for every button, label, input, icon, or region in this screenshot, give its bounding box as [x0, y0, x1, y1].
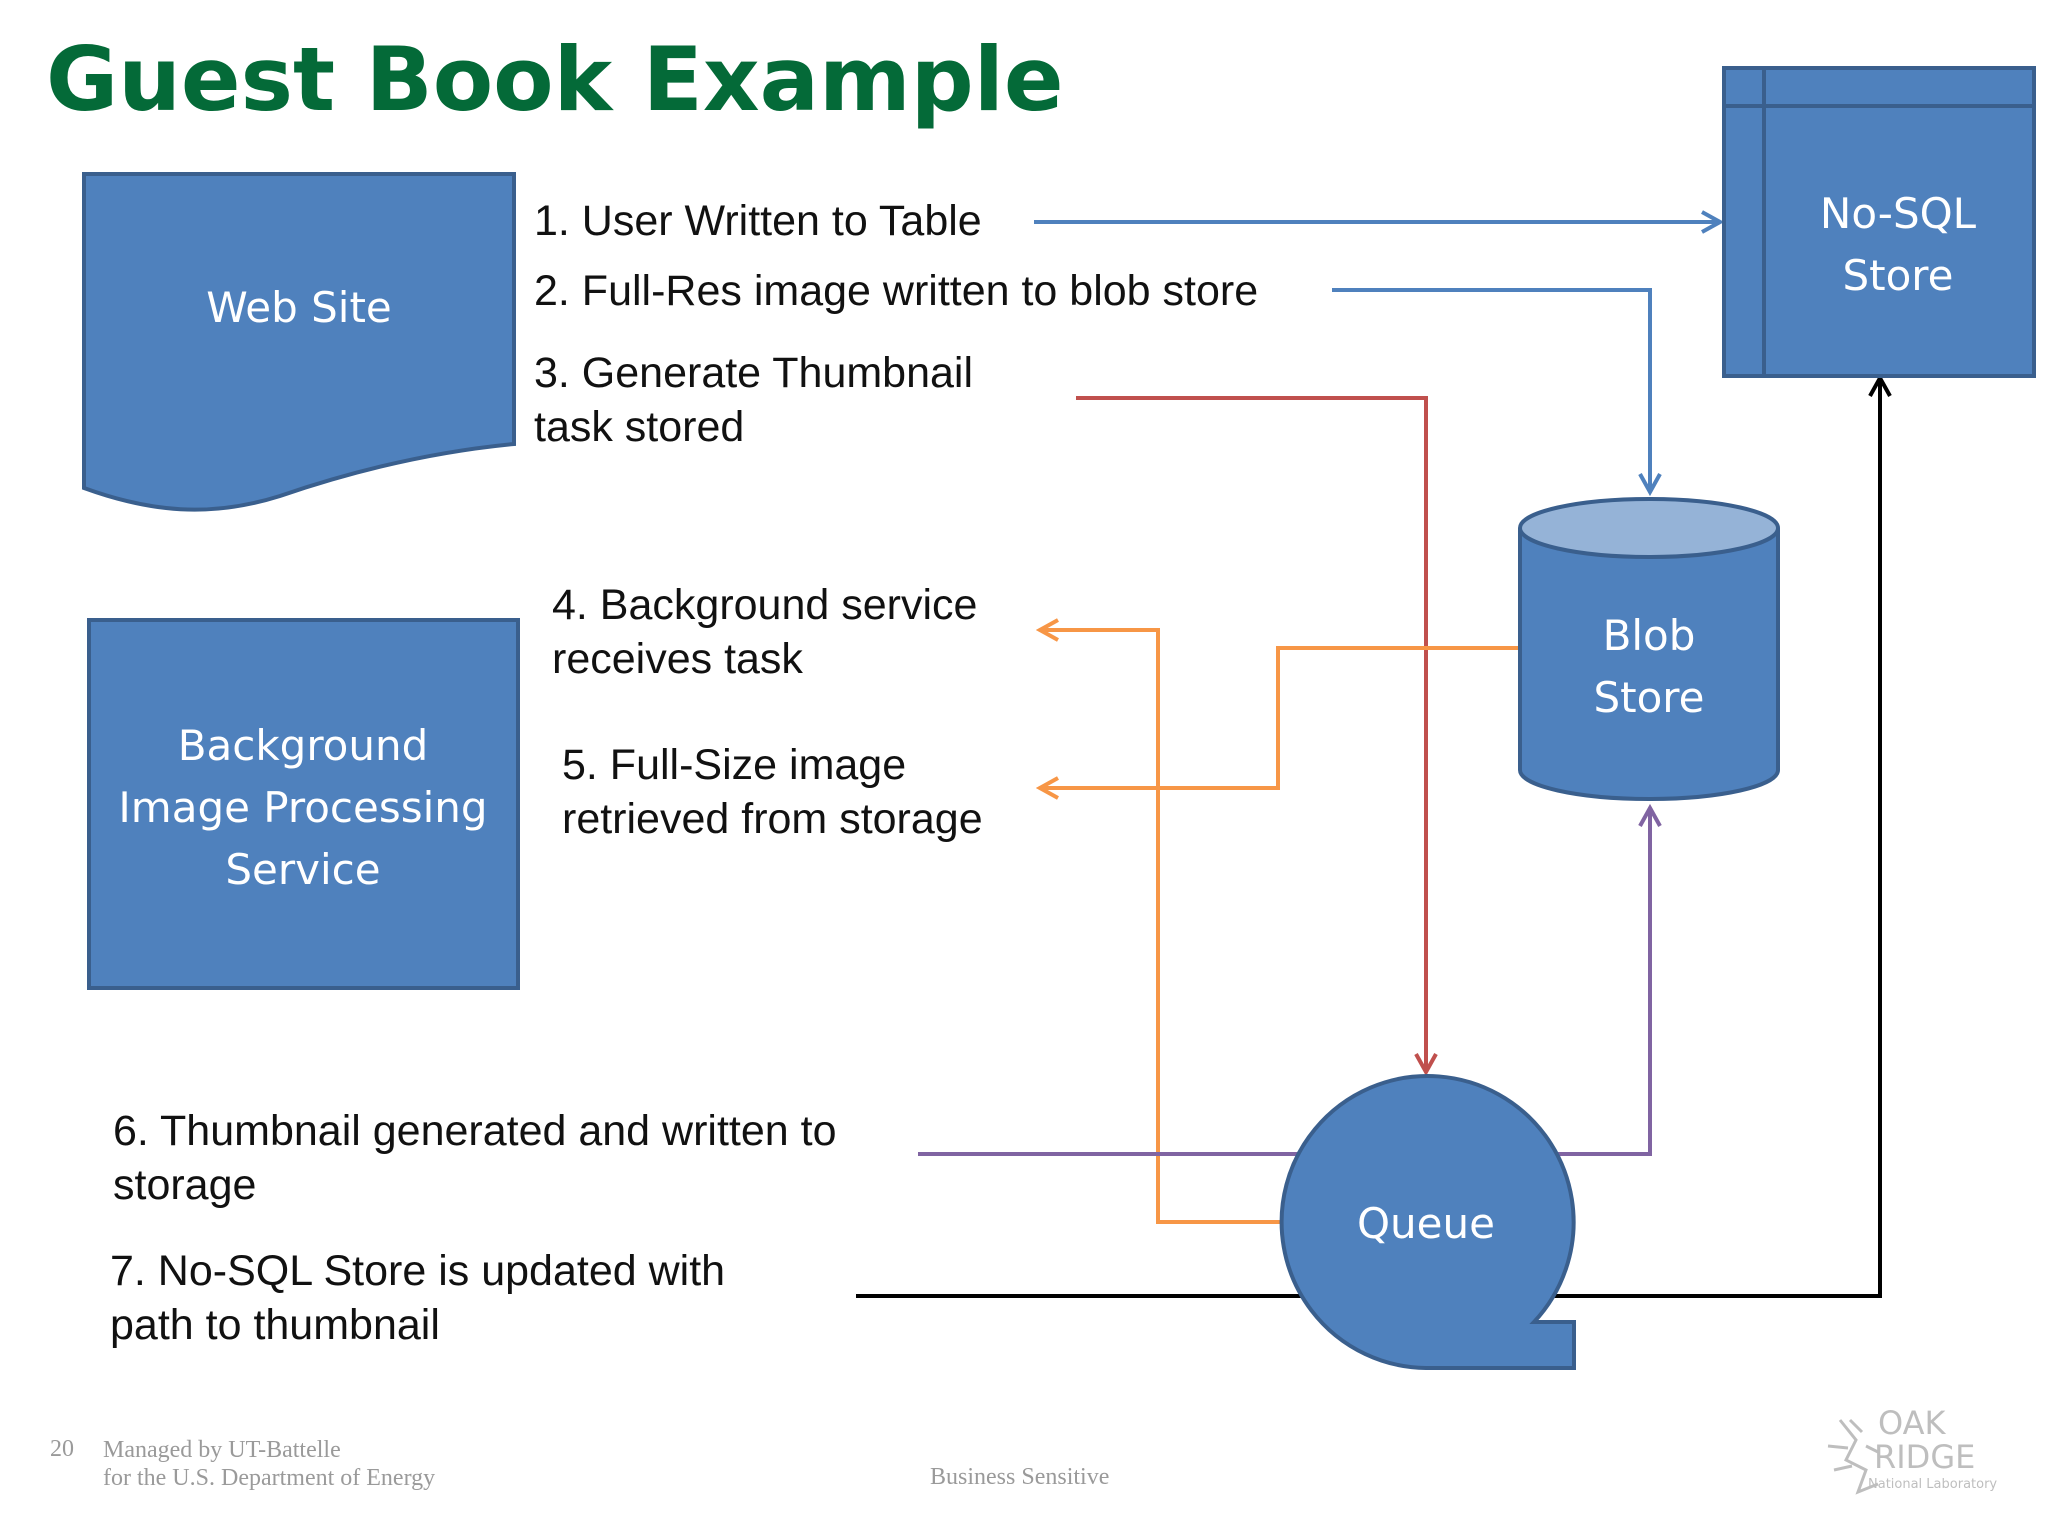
- step-4-line2: receives task: [552, 635, 803, 683]
- step-5-label: 5. Full-Size image retrieved from storag…: [562, 738, 983, 846]
- nosql-store-box: [1722, 66, 2036, 378]
- background-service-label-line1: Background: [178, 721, 429, 770]
- step-6-label: 6. Thumbnail generated and written to st…: [113, 1104, 837, 1212]
- footer-managed-by-line: Managed by UT-Battelle: [103, 1437, 341, 1463]
- page-number: 20: [50, 1436, 74, 1462]
- web-site-node: Web Site: [82, 172, 516, 512]
- blob-store-body: [1518, 528, 1780, 801]
- nosql-store-label-line2: Store: [1842, 251, 1953, 300]
- web-site-label: Web Site: [206, 283, 392, 332]
- blob-store-node: Blob Store: [1518, 497, 1780, 801]
- footer-managed-by: Managed by UT-Battelle for the U.S. Depa…: [103, 1436, 435, 1492]
- step-7-label: 7. No-SQL Store is updated with path to …: [110, 1244, 725, 1352]
- step-6-line1: 6. Thumbnail generated and written to: [113, 1107, 837, 1155]
- nosql-store-label-line1: No-SQL: [1820, 189, 1977, 238]
- connectors: [856, 222, 1880, 1298]
- web-site-document-shape: [82, 172, 516, 512]
- step-3-line1: 3. Generate Thumbnail: [534, 349, 974, 397]
- arrow-step2-image-to-blob: [1332, 288, 1650, 492]
- background-service-label-line2: Image Processing: [118, 783, 487, 832]
- step-5-line1: 5. Full-Size image: [562, 741, 907, 789]
- step-2-label: 2. Full-Res image written to blob store: [534, 264, 1258, 318]
- footer-department-line: for the U.S. Department of Energy: [103, 1465, 436, 1491]
- step-4-line1: 4. Background service: [552, 581, 978, 629]
- step-6-line2: storage: [113, 1161, 257, 1209]
- blob-store-top: [1518, 497, 1780, 559]
- step-3-line2: task stored: [534, 403, 745, 451]
- slide-title: Guest Book Example: [46, 28, 1064, 131]
- background-service-label-line3: Service: [225, 845, 380, 894]
- step-2-text: 2. Full-Res image written to blob store: [534, 267, 1259, 315]
- logo-line2: RIDGE: [1874, 1438, 1975, 1476]
- queue-label: Queue: [1357, 1199, 1495, 1248]
- logo-line3: National Laboratory: [1868, 1477, 1997, 1492]
- queue-shape: [1279, 1074, 1576, 1370]
- step-1-text: 1. User Written to Table: [534, 197, 982, 245]
- background-service-node: Background Image Processing Service: [87, 618, 520, 990]
- arrow-step6-thumbnail-to-blob: [918, 808, 1650, 1156]
- step-4-label: 4. Background service receives task: [552, 578, 977, 686]
- arrow-step7-update-nosql: [856, 378, 1880, 1298]
- step-5-line2: retrieved from storage: [562, 795, 983, 843]
- background-service-box: [87, 618, 520, 990]
- logo-line1: OAK: [1878, 1404, 1947, 1442]
- step-3-label: 3. Generate Thumbnail task stored: [534, 346, 973, 454]
- oak-leaf-icon: [1827, 1418, 1879, 1495]
- blob-store-label-line1: Blob: [1603, 611, 1696, 660]
- blob-store-label-line2: Store: [1593, 673, 1704, 722]
- arrow-step4-queue-to-service: [1040, 630, 1282, 1224]
- step-7-line2: path to thumbnail: [110, 1301, 440, 1349]
- queue-node: Queue: [1279, 1074, 1576, 1370]
- nosql-store-node: No-SQL Store: [1722, 66, 2036, 378]
- step-7-line1: 7. No-SQL Store is updated with: [110, 1247, 726, 1295]
- footer-classification: Business Sensitive: [930, 1464, 1110, 1490]
- step-1-label: 1. User Written to Table: [534, 194, 982, 248]
- oak-ridge-logo: OAK RIDGE National Laboratory: [1827, 1404, 1997, 1495]
- arrow-step5-blob-to-service: [1040, 646, 1520, 788]
- arrow-step3-task-to-queue: [1076, 396, 1426, 1072]
